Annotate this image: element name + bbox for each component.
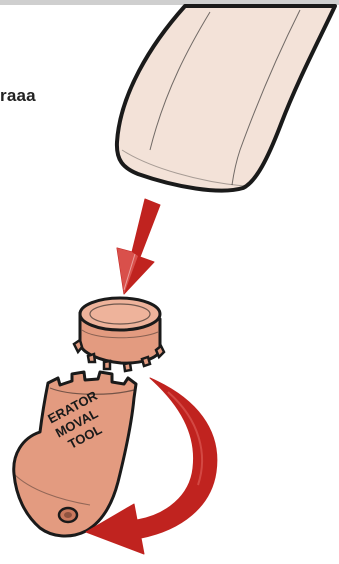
aerator-removal-tool-icon: ERATOR MOVAL TOOL [14,372,136,536]
faucet-spout-icon [117,6,335,191]
aerator-icon [74,298,164,371]
down-arrow-icon [117,199,160,294]
